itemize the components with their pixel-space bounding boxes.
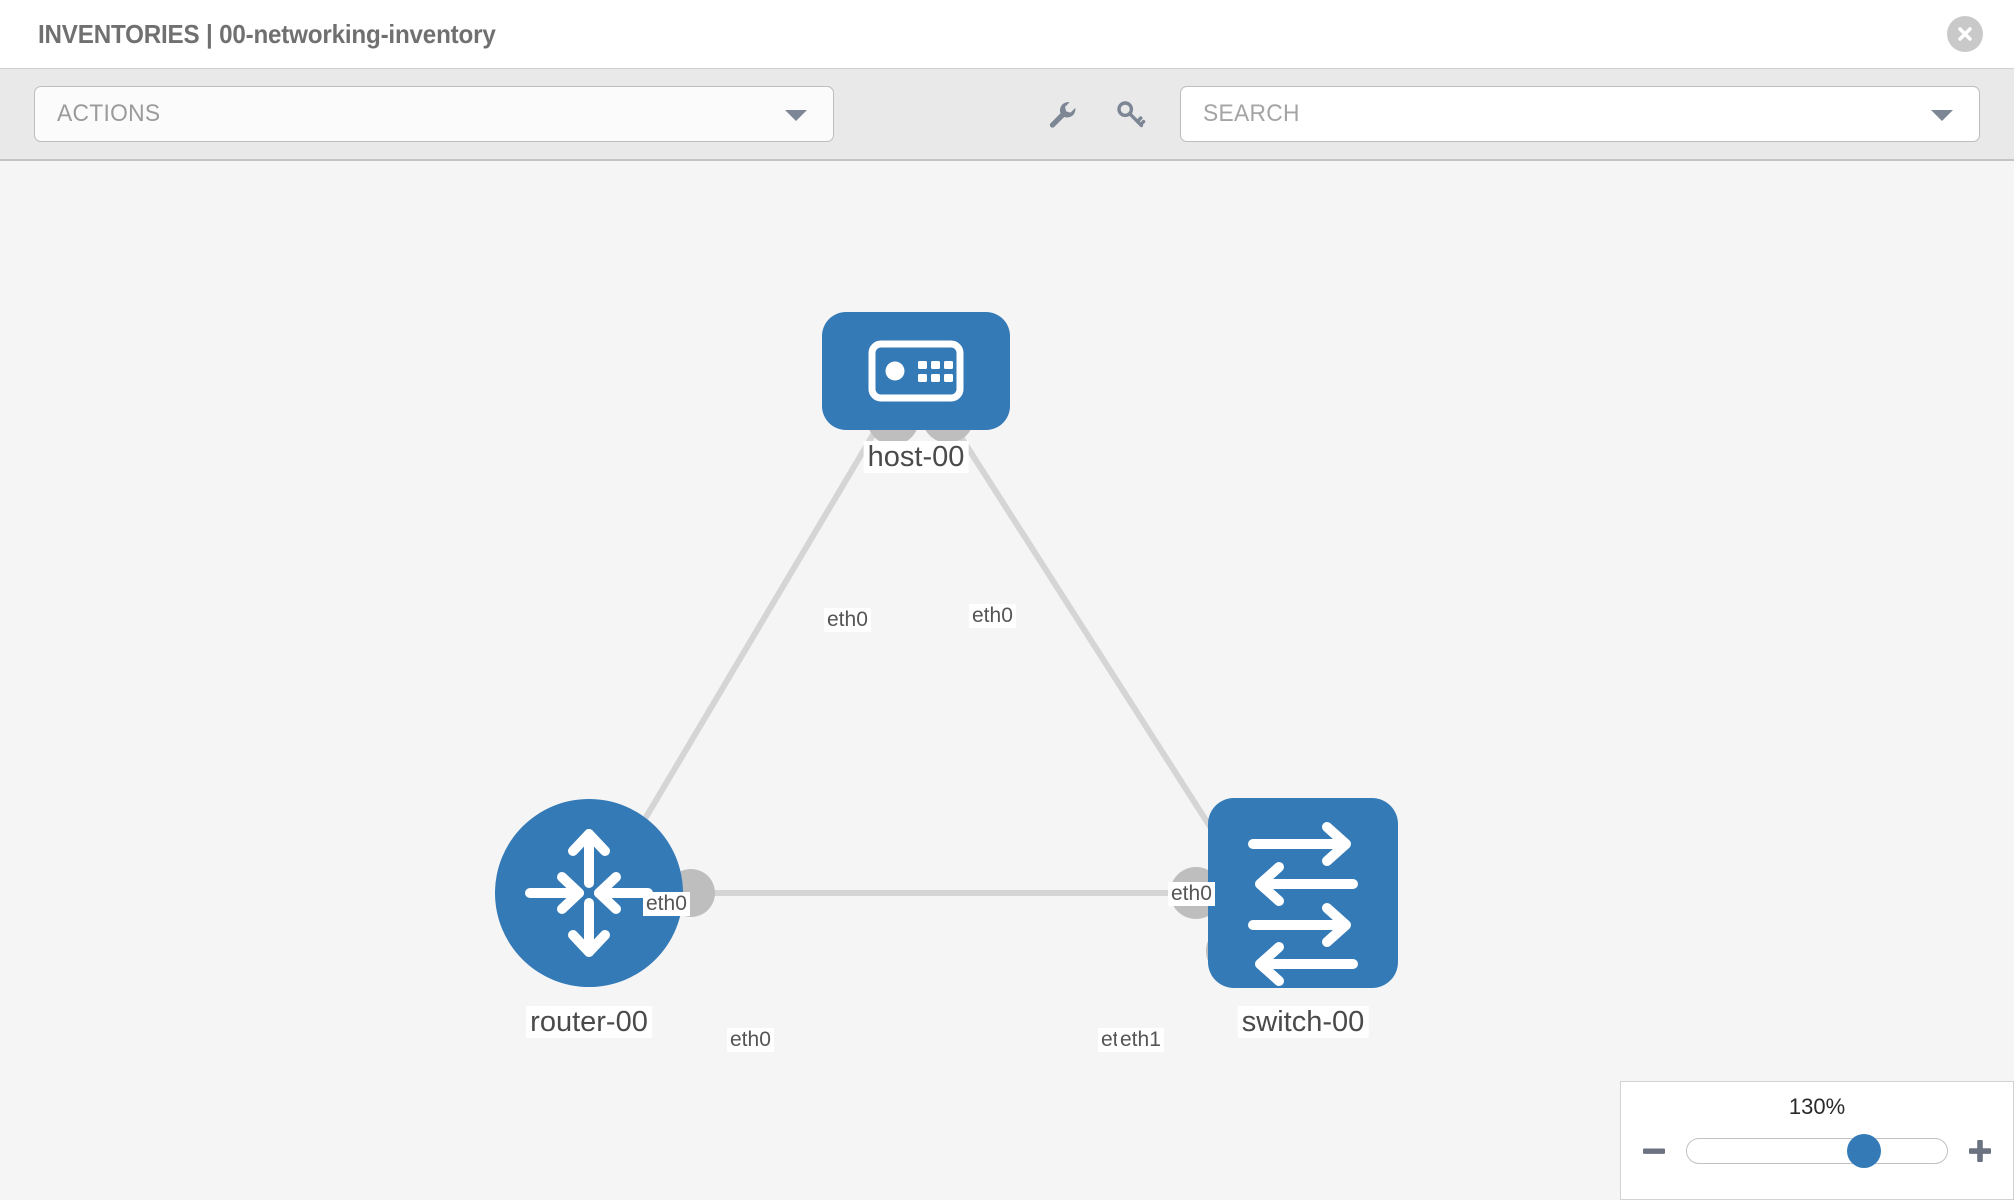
iface-label-host-eth0-left: eth0 [824,608,871,633]
plus-icon[interactable] [1960,1131,2000,1171]
close-icon[interactable] [1947,16,1983,52]
page-header: INVENTORIES | 00-networking-inventory [0,0,2014,68]
actions-dropdown[interactable]: ACTIONS [34,86,834,142]
search-input[interactable]: SEARCH [1180,86,1980,142]
node-host-00[interactable] [822,312,1010,430]
node-label-switch-00[interactable]: switch-00 [1237,1006,1369,1039]
minus-icon[interactable] [1634,1131,1674,1171]
actions-dropdown-label: ACTIONS [57,100,161,127]
zoom-slider-track[interactable] [1686,1134,1948,1168]
zoom-level-label: 130% [1788,1094,1846,1119]
iface-label-host-eth0-right: eth0 [969,604,1016,629]
topology-canvas[interactable]: host-00 router-00 switch-00 eth0 eth0 et… [0,161,2014,1200]
chevron-down-icon[interactable] [1931,110,1953,121]
zoom-panel: 130% [1620,1081,2014,1200]
zoom-slider-handle[interactable] [1846,1134,1881,1168]
wrench-icon[interactable] [1038,91,1084,137]
toolbar: ACTIONS SEARCH [0,68,2014,161]
node-label-host-00[interactable]: host-00 [863,441,969,474]
node-switch-00[interactable] [1208,798,1398,988]
switch-arrows-icon [1248,822,1358,986]
iface-label-switch-uplink-eth0: eth0 [1168,882,1215,907]
edge-host-router [617,421,883,863]
page-title: INVENTORIES | 00-networking-inventory [38,18,496,49]
iface-label-router-eth0: eth0 [727,1028,774,1053]
iface-label-router-uplink-eth0: eth0 [643,892,690,917]
chevron-down-icon [785,110,807,121]
search-placeholder: SEARCH [1203,100,1300,127]
server-icon [868,340,964,402]
iface-label-switch-eth1: eth1 [1117,1028,1164,1053]
topology-graph [495,312,1398,988]
router-arrows-icon [525,829,653,957]
node-label-router-00[interactable]: router-00 [526,1006,652,1039]
topology-edges [617,421,1235,896]
node-router-00[interactable] [495,799,683,987]
edge-host-switch [949,421,1235,863]
key-icon[interactable] [1107,91,1153,137]
